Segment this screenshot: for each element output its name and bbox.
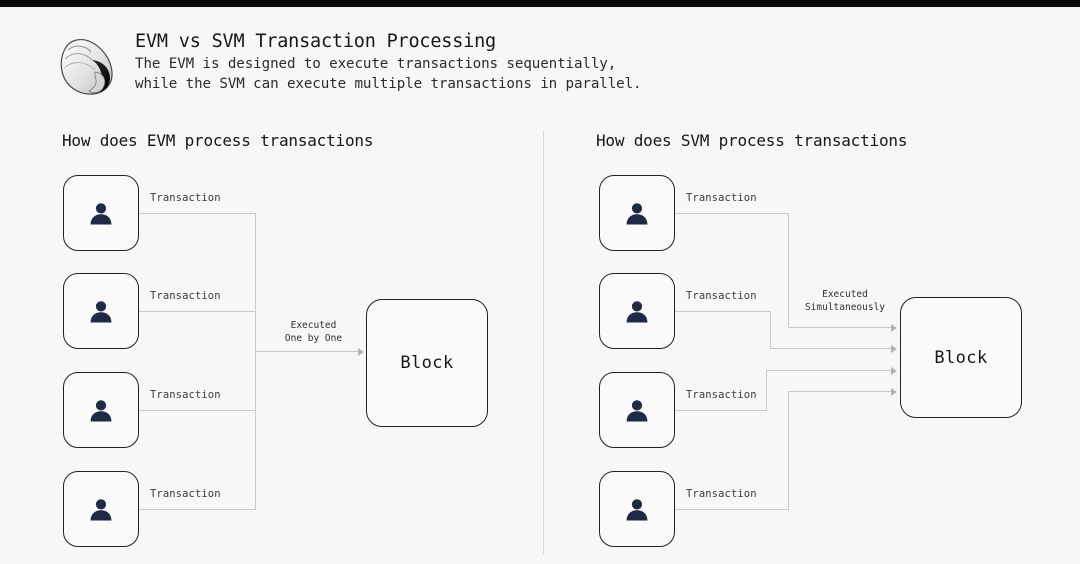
evm-wire-bus (255, 213, 256, 510)
svm-wire-1-h2 (788, 327, 893, 328)
page-subtitle-line-1: The EVM is designed to execute transacti… (135, 56, 617, 72)
svm-wire-label-4: Transaction (686, 488, 757, 500)
svm-arrowhead-3 (891, 367, 897, 375)
evm-wire-label-3: Transaction (150, 389, 221, 401)
evm-wire-h-4 (139, 509, 256, 510)
svm-user-box-1[interactable] (599, 175, 675, 251)
evm-block-box[interactable]: Block (366, 299, 488, 427)
svm-wire-1-h1 (675, 213, 789, 214)
svm-wire-2-h2 (770, 348, 893, 349)
svm-wire-label-1: Transaction (686, 192, 757, 204)
evm-execution-label: Executed One by One (266, 319, 361, 345)
evm-wire-to-block (255, 351, 359, 352)
svm-block-label: Block (934, 347, 988, 368)
svm-arrowhead-4 (891, 388, 897, 396)
svm-wire-4-h2 (788, 391, 893, 392)
svm-wire-3-v (766, 370, 767, 411)
user-avatar-icon (624, 397, 650, 423)
svm-execution-label-line-2: Simultaneously (804, 302, 886, 313)
evm-execution-label-line-2: One by One (284, 333, 343, 344)
evm-wire-label-2: Transaction (150, 290, 221, 302)
svm-execution-label: Executed Simultaneously (795, 288, 895, 314)
evm-panel-heading: How does EVM process transactions (62, 131, 374, 150)
user-avatar-icon (88, 496, 114, 522)
evm-wire-h-3 (139, 410, 256, 411)
svm-wire-4-v (788, 391, 789, 510)
evm-arrowhead (358, 348, 364, 356)
top-letterbox-bar (0, 0, 1080, 7)
evm-wire-label-1: Transaction (150, 192, 221, 204)
svm-wire-1-v (788, 213, 789, 327)
svm-user-box-3[interactable] (599, 372, 675, 448)
panel-divider (543, 130, 544, 554)
svm-wire-4-h1 (675, 509, 789, 510)
svm-panel-heading: How does SVM process transactions (596, 131, 908, 150)
user-avatar-icon (88, 298, 114, 324)
evm-wire-h-2 (139, 311, 256, 312)
evm-user-box-4[interactable] (63, 471, 139, 547)
header-text-block: EVM vs SVM Transaction Processing The EV… (135, 30, 955, 94)
user-avatar-icon (88, 200, 114, 226)
svm-wire-label-3: Transaction (686, 389, 757, 401)
evm-execution-label-line-1: Executed (290, 320, 337, 331)
user-avatar-icon (624, 298, 650, 324)
svm-user-box-4[interactable] (599, 471, 675, 547)
user-avatar-icon (624, 200, 650, 226)
evm-user-box-1[interactable] (63, 175, 139, 251)
header: EVM vs SVM Transaction Processing The EV… (55, 30, 955, 110)
svm-arrowhead-2 (891, 345, 897, 353)
svm-wire-3-h2 (766, 370, 893, 371)
user-avatar-icon (88, 397, 114, 423)
svm-block-box[interactable]: Block (900, 297, 1022, 418)
snail-shell-logo-icon (55, 36, 121, 98)
evm-user-box-3[interactable] (63, 372, 139, 448)
svm-execution-label-line-1: Executed (822, 289, 868, 300)
evm-wire-label-4: Transaction (150, 488, 221, 500)
evm-user-box-2[interactable] (63, 273, 139, 349)
user-avatar-icon (624, 496, 650, 522)
page-subtitle-line-2: while the SVM can execute multiple trans… (135, 76, 642, 92)
svm-arrowhead-1 (891, 324, 897, 332)
svm-wire-3-h1 (675, 410, 767, 411)
svm-wire-label-2: Transaction (686, 290, 757, 302)
evm-wire-h-1 (139, 213, 256, 214)
svm-wire-2-v (770, 311, 771, 348)
evm-block-label: Block (400, 353, 454, 373)
page-title: EVM vs SVM Transaction Processing (135, 31, 496, 52)
svm-wire-2-h1 (675, 311, 771, 312)
svm-user-box-2[interactable] (599, 273, 675, 349)
